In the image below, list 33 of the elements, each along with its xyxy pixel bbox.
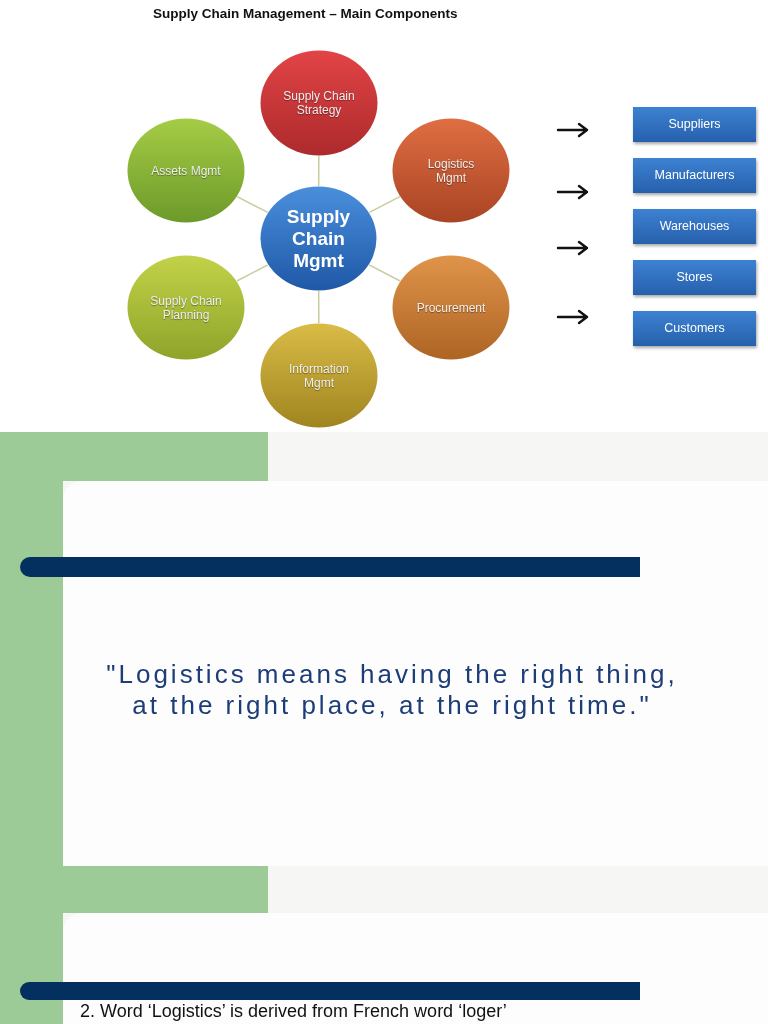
circle-node [127,255,245,360]
node-label: Assets Mgmt [150,163,222,178]
node-label: Stores [676,270,713,285]
node-label: Supply Chain Mgmt [285,205,352,272]
circle-node [260,323,378,428]
connector-line [317,155,320,187]
circle-node [260,50,378,156]
body-text: 2. Word ‘Logistics’ is derived from French word ‘loger’ [80,1001,507,1022]
entity-box [633,311,756,346]
circle-node [127,118,245,223]
entity-box [633,158,756,193]
node-label: Supply Chain Planning [149,293,223,322]
connector-line [368,264,401,282]
node-label: Information Mgmt [288,361,350,390]
connector-line [236,195,269,214]
connector-line [368,195,401,214]
node-label: Procurement [415,300,487,315]
node-label: Warehouses [659,219,730,234]
entity-box [633,260,756,295]
quote-text: "Logistics means having the right thing, at the right place, at the right time." [105,659,679,721]
node-label: Logistics Mgmt [426,156,476,185]
entity-box [633,107,756,142]
node-label: Customers [664,321,725,336]
entity-box [633,209,756,244]
circle-node [392,255,510,360]
node-label: Manufacturers [654,168,735,183]
circle-node [392,118,510,223]
node-label: Supply Chain Strategy [282,89,356,117]
circle-node [260,186,377,291]
connector-line [236,264,269,282]
node-label: Suppliers [668,117,721,132]
diagram-title: Supply Chain Management – Main Components [153,5,458,23]
connector-line [317,290,320,324]
